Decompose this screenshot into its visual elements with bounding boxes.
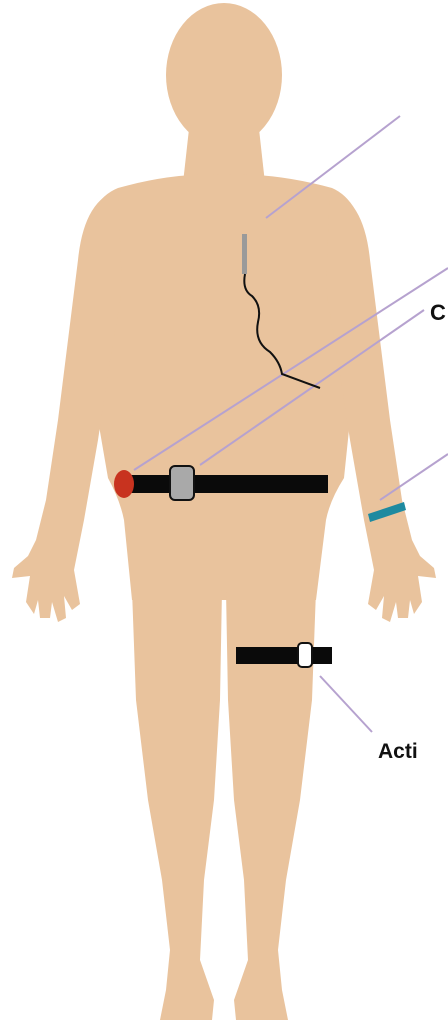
leader-line-thigh xyxy=(320,676,372,732)
sensor-label-c: C xyxy=(430,300,446,326)
thigh-band-icon xyxy=(236,647,332,664)
activity-sensor-label: Acti xyxy=(378,740,418,764)
human-body-figure xyxy=(12,3,436,1020)
waist-belt-icon xyxy=(130,475,328,493)
waist-belt-device-icon xyxy=(170,466,194,500)
thigh-band-device-icon xyxy=(298,643,312,667)
red-waist-sensor-icon xyxy=(114,470,134,498)
